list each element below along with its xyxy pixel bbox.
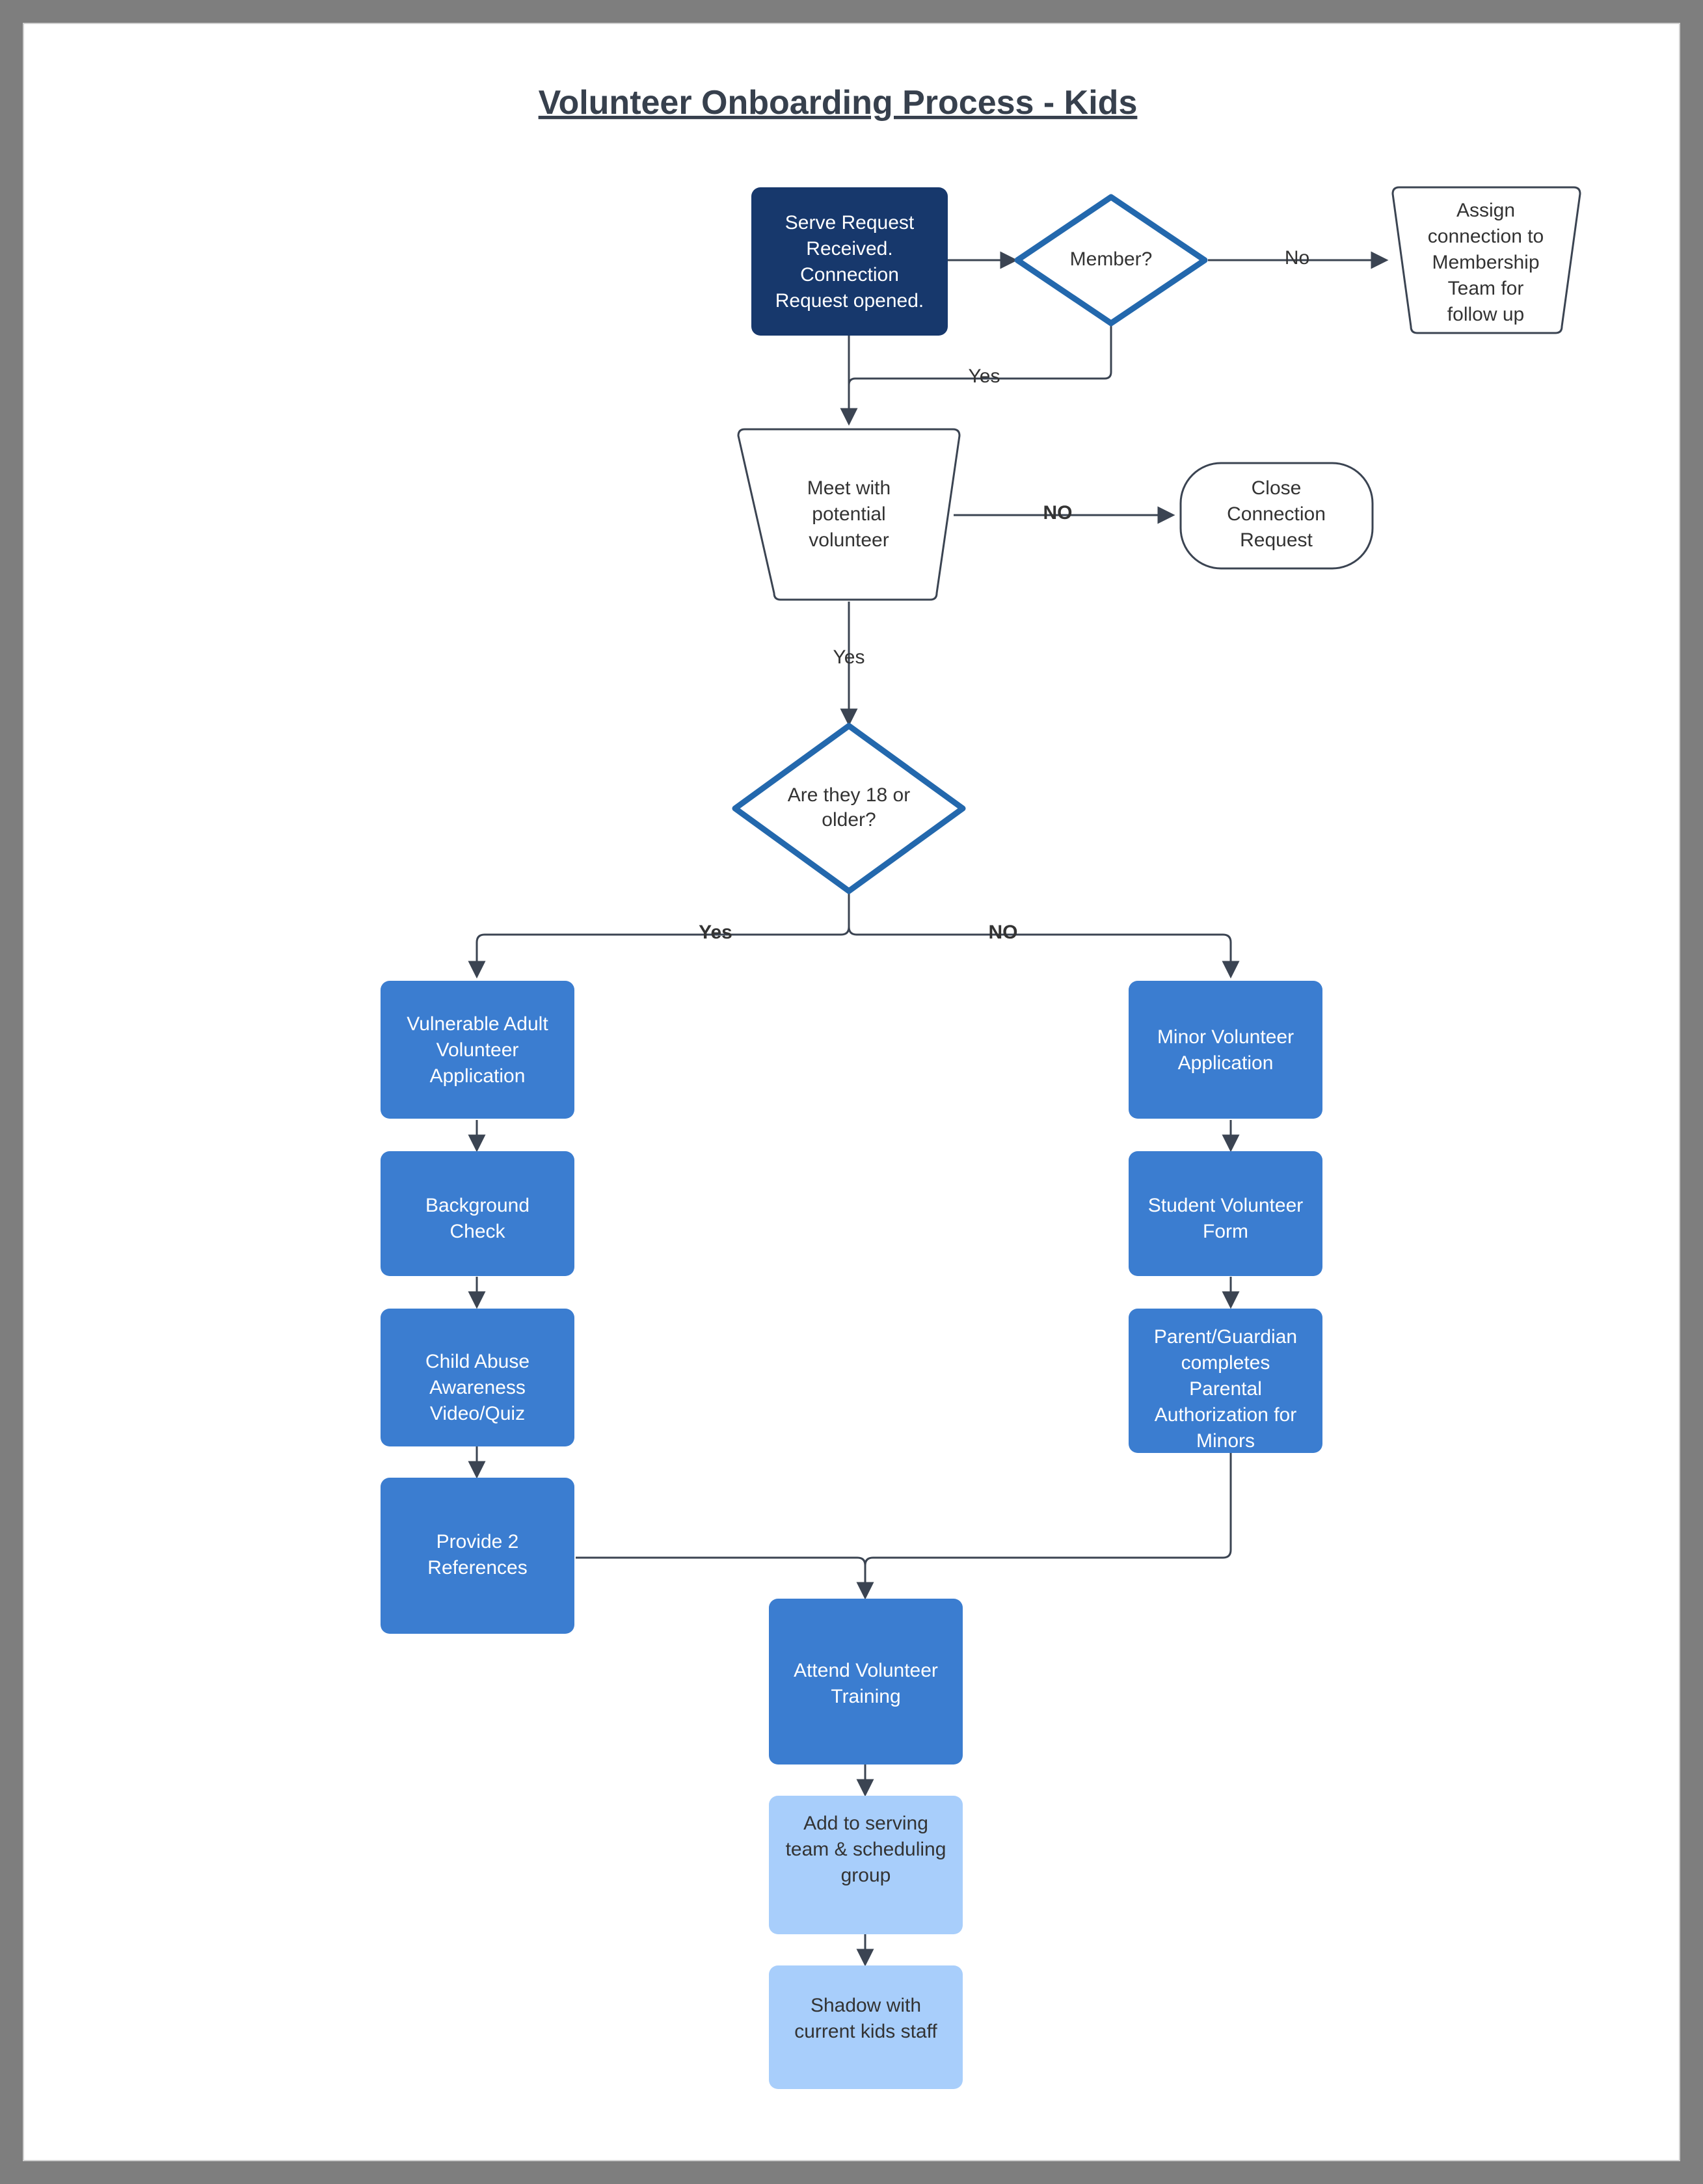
- node-child-abuse-quiz-line-1: Awareness: [429, 1377, 526, 1398]
- node-add-to-team-line-2: group: [841, 1865, 891, 1886]
- node-attend-training[interactable]: Attend Volunteer Training: [769, 1599, 963, 1765]
- node-add-to-team-line-1: team & scheduling: [786, 1839, 946, 1860]
- connector-references-to-training: [576, 1556, 874, 1600]
- node-provide-references-shape: [381, 1478, 574, 1634]
- node-assign-membership-line-1: connection to: [1428, 226, 1544, 247]
- node-parental-authorization-line-2: Parental: [1189, 1378, 1262, 1400]
- node-shadow-staff-shape: [769, 1965, 963, 2089]
- node-age-decision-line-1: older?: [822, 809, 876, 831]
- node-provide-references-line-1: References: [427, 1557, 527, 1578]
- node-serve-request-line-2: Connection: [800, 264, 899, 286]
- node-age-decision[interactable]: Are they 18 or older?: [732, 723, 966, 894]
- node-vulnerable-adult-app[interactable]: Vulnerable Adult Volunteer Application: [381, 981, 574, 1119]
- node-background-check[interactable]: Background Check: [381, 1151, 574, 1276]
- edge-label-age-yes: Yes: [699, 922, 732, 943]
- node-close-request[interactable]: Close Connection Request: [1179, 462, 1374, 570]
- node-parental-authorization-shape: [1129, 1309, 1322, 1453]
- node-serve-request-line-0: Serve Request: [785, 212, 915, 233]
- node-provide-references[interactable]: Provide 2 References: [381, 1478, 574, 1634]
- node-background-check-shape: [381, 1151, 574, 1276]
- node-close-request-line-2: Request: [1240, 529, 1313, 551]
- node-serve-request-shape: [751, 187, 948, 336]
- node-student-volunteer-form-shape: [1129, 1151, 1322, 1276]
- node-attend-training-line-0: Attend Volunteer: [794, 1660, 938, 1681]
- edge-label-meet-yes: Yes: [833, 646, 865, 668]
- node-child-abuse-quiz[interactable]: Child Abuse Awareness Video/Quiz: [381, 1309, 574, 1446]
- node-minor-volunteer-app-line-1: Application: [1178, 1052, 1274, 1074]
- node-member-decision[interactable]: Member?: [1014, 194, 1208, 326]
- node-assign-membership-line-0: Assign: [1456, 200, 1515, 221]
- node-shadow-staff-line-0: Shadow with: [811, 1995, 921, 2016]
- connector-age-no: [848, 891, 1240, 979]
- node-student-volunteer-form-line-0: Student Volunteer: [1148, 1195, 1304, 1216]
- node-assign-membership-shape: [1391, 186, 1581, 334]
- node-child-abuse-quiz-line-0: Child Abuse: [425, 1351, 530, 1372]
- node-assign-membership-line-3: Team for: [1448, 278, 1524, 299]
- node-parental-authorization-line-1: completes: [1181, 1352, 1270, 1374]
- node-meet-volunteer-line-0: Meet with: [807, 477, 891, 499]
- node-student-volunteer-form-line-1: Form: [1203, 1221, 1248, 1242]
- node-parental-authorization[interactable]: Parent/Guardian completes Parental Autho…: [1129, 1309, 1322, 1453]
- node-vulnerable-adult-app-shape: [381, 981, 574, 1119]
- node-age-decision-line-0: Are they 18 or: [788, 784, 910, 806]
- node-vulnerable-adult-app-line-0: Vulnerable Adult: [407, 1013, 548, 1035]
- node-vulnerable-adult-app-line-2: Application: [430, 1065, 526, 1087]
- node-student-volunteer-form[interactable]: Student Volunteer Form: [1129, 1151, 1322, 1276]
- node-add-to-team-line-0: Add to serving: [803, 1813, 928, 1834]
- edge-label-meet-no: NO: [1043, 502, 1073, 524]
- node-close-request-line-1: Connection: [1227, 503, 1326, 525]
- node-member-decision-label: Member?: [1070, 248, 1153, 270]
- node-background-check-line-1: Check: [449, 1221, 505, 1242]
- edge-label-member-yes: Yes: [969, 366, 1000, 387]
- node-attend-training-shape: [769, 1599, 963, 1765]
- node-close-request-line-0: Close: [1252, 477, 1302, 499]
- node-vulnerable-adult-app-line-1: Volunteer: [436, 1039, 519, 1061]
- node-child-abuse-quiz-shape: [381, 1309, 574, 1446]
- node-parental-authorization-line-0: Parent/Guardian: [1154, 1326, 1297, 1348]
- node-shadow-staff[interactable]: Shadow with current kids staff: [769, 1965, 963, 2089]
- node-shadow-staff-line-1: current kids staff: [794, 2021, 937, 2042]
- node-meet-volunteer-shape: [737, 428, 961, 601]
- edge-label-member-no: No: [1285, 247, 1309, 269]
- node-meet-volunteer-line-2: volunteer: [809, 529, 889, 551]
- node-provide-references-line-0: Provide 2: [436, 1531, 519, 1552]
- node-assign-membership-line-2: Membership: [1432, 252, 1539, 273]
- node-minor-volunteer-app-shape: [1129, 981, 1322, 1119]
- node-close-request-shape: [1179, 462, 1374, 570]
- page-title: Volunteer Onboarding Process - Kids: [539, 84, 1138, 122]
- node-add-to-team-shape: [769, 1796, 963, 1934]
- connector-parental-to-training: [864, 1453, 1232, 1597]
- node-serve-request-line-3: Request opened.: [775, 290, 924, 312]
- node-parental-authorization-line-4: Minors: [1196, 1430, 1255, 1452]
- node-add-to-team[interactable]: Add to serving team & scheduling group: [769, 1796, 963, 1934]
- node-minor-volunteer-app[interactable]: Minor Volunteer Application: [1129, 981, 1322, 1119]
- node-child-abuse-quiz-line-2: Video/Quiz: [430, 1403, 525, 1424]
- node-assign-membership[interactable]: Assign connection to Membership Team for…: [1391, 186, 1581, 334]
- node-background-check-line-0: Background: [425, 1195, 530, 1216]
- connector-age-yes: [468, 891, 850, 979]
- node-meet-volunteer-line-1: potential: [812, 503, 885, 525]
- node-serve-request-line-1: Received.: [806, 238, 892, 260]
- edge-label-age-no: NO: [989, 922, 1018, 943]
- node-attend-training-line-1: Training: [831, 1686, 900, 1707]
- node-meet-volunteer[interactable]: Meet with potential volunteer: [737, 428, 961, 601]
- node-parental-authorization-line-3: Authorization for: [1155, 1404, 1296, 1426]
- node-age-decision-shape: [732, 723, 966, 894]
- node-serve-request[interactable]: Serve Request Received. Connection Reque…: [751, 187, 948, 336]
- node-member-decision-shape: [1014, 194, 1208, 326]
- node-assign-membership-line-4: follow up: [1447, 304, 1524, 325]
- node-minor-volunteer-app-line-0: Minor Volunteer: [1157, 1026, 1294, 1048]
